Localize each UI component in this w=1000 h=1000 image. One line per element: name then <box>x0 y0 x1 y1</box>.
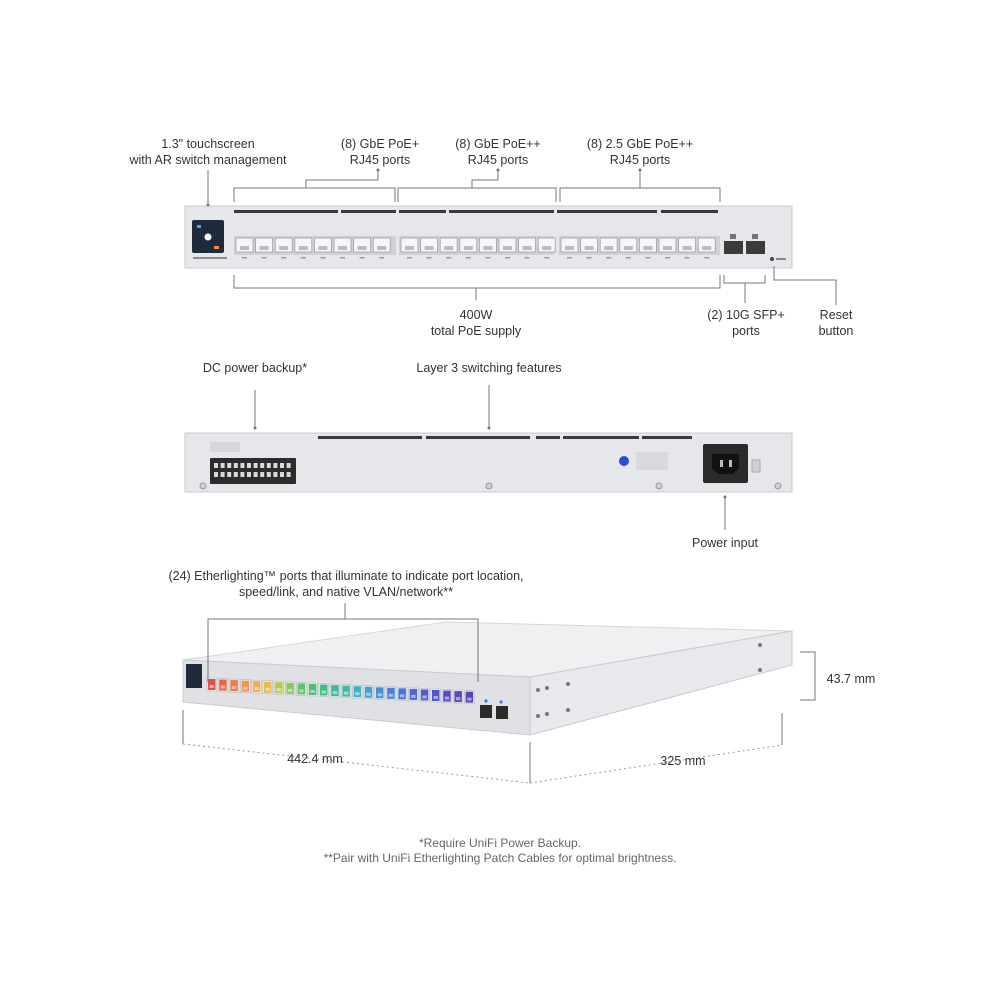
isometric-view-switch <box>182 621 793 736</box>
bracket-gbe-poe-plusplus <box>397 187 557 202</box>
width-dimension-label: 442.4 mm <box>287 752 343 766</box>
rear-view-switch <box>184 432 793 493</box>
footnote-patch-cables: **Pair with UniFi Etherlighting Patch Ca… <box>323 851 677 865</box>
model-label <box>193 257 227 259</box>
touchscreen-icon <box>204 233 212 241</box>
leader-gbe-poe-plus <box>305 170 379 188</box>
dc-connector-pins <box>214 463 291 477</box>
25gbe-poe-plusplus-label: (8) 2.5 GbE PoE++RJ45 ports <box>586 137 694 167</box>
vent-slot <box>661 210 718 213</box>
sfp-port-1 <box>724 241 743 254</box>
rear-leader-lines <box>254 385 726 530</box>
dc-pin <box>266 463 271 468</box>
vent-slot <box>341 210 396 213</box>
gbe-poe-plus-label: (8) GbE PoE+RJ45 ports <box>340 137 420 167</box>
ubiquiti-logo-icon <box>619 456 629 466</box>
touchscreen-icon <box>214 246 219 249</box>
height-bracket <box>800 651 816 701</box>
sfp-led <box>730 234 736 239</box>
front-view-switch <box>184 205 793 269</box>
front-leader-dots <box>206 168 642 207</box>
vent-slot <box>234 210 338 213</box>
dc-backup-connector <box>210 458 296 484</box>
dc-pin <box>240 472 245 477</box>
regulatory-label <box>636 452 668 470</box>
vent-slot <box>557 210 657 213</box>
dc-pin <box>266 472 271 477</box>
dc-pin <box>247 463 251 468</box>
dc-pin <box>260 463 265 468</box>
dc-pin <box>233 472 238 477</box>
dc-pin <box>233 463 238 468</box>
vent-slot <box>536 436 560 439</box>
vent-slot <box>426 436 530 439</box>
iso-sfp-port <box>496 706 508 719</box>
width-dimension-line <box>182 743 531 784</box>
side-face <box>529 630 793 736</box>
depth-dimension-label: 325 mm <box>660 754 706 768</box>
bracket-poe-supply <box>233 275 721 289</box>
reset-label-print <box>776 258 786 260</box>
dc-pin <box>286 463 291 468</box>
dc-pin <box>247 472 251 477</box>
power-clip <box>751 459 761 473</box>
dc-pin <box>273 463 278 468</box>
iso-touchscreen <box>186 664 202 688</box>
gbe-poe-plusplus-label: (8) GbE PoE++RJ45 ports <box>455 137 541 167</box>
touchscreen-icon <box>197 225 201 228</box>
dc-pin <box>273 472 278 477</box>
sfp-label: (2) 10G SFP+ports <box>707 308 785 338</box>
vent-slot <box>318 436 422 439</box>
sfp-led <box>752 234 758 239</box>
dc-power-backup-label: DC power backup* <box>202 361 308 375</box>
dc-pin <box>220 472 225 477</box>
dimension-lines <box>182 743 783 784</box>
front-rj45-ports <box>235 237 716 259</box>
dc-pin <box>286 472 291 477</box>
footnotes: *Require UniFi Power Backup. **Pair with… <box>0 836 1000 866</box>
front-leader-lines <box>207 170 837 305</box>
dc-pin <box>280 463 284 468</box>
footnote-power-backup: *Require UniFi Power Backup. <box>418 836 582 850</box>
dc-pin <box>280 472 284 477</box>
dc-pin <box>253 463 258 468</box>
layer3-features-label: Layer 3 switching features <box>416 361 562 375</box>
bracket-25ge-poe-plusplus <box>559 187 721 202</box>
sfp-port-2 <box>746 241 765 254</box>
iso-sfp-port <box>480 705 492 718</box>
reset-button <box>770 257 774 261</box>
iso-leader-lines <box>182 603 816 783</box>
height-dimension-label: 43.7 mm <box>826 672 876 686</box>
vent-slot <box>399 210 446 213</box>
dc-pin <box>220 463 225 468</box>
dc-pin <box>240 463 245 468</box>
leader-gbe-poe-plusplus <box>471 170 499 188</box>
vent-slot <box>563 436 639 439</box>
etherlighting-ports <box>206 677 475 704</box>
dc-pin <box>227 472 232 477</box>
bracket-sfp <box>723 275 766 284</box>
etherlighting-bracket <box>207 618 479 682</box>
dc-pin <box>253 472 258 477</box>
dc-pin <box>260 472 265 477</box>
dc-pin <box>214 472 218 477</box>
c14-socket <box>712 454 739 474</box>
bracket-gbe-poe-plus <box>233 187 396 202</box>
etherlighting-label: (24) Etherlighting™ ports that illuminat… <box>168 569 524 599</box>
dc-pin <box>227 463 232 468</box>
leader-reset <box>773 266 837 305</box>
power-input-label: Power input <box>691 536 758 550</box>
vent-slot <box>449 210 554 213</box>
dc-pin <box>214 463 218 468</box>
rear-label-sticker <box>210 442 240 452</box>
vent-slot <box>642 436 692 439</box>
